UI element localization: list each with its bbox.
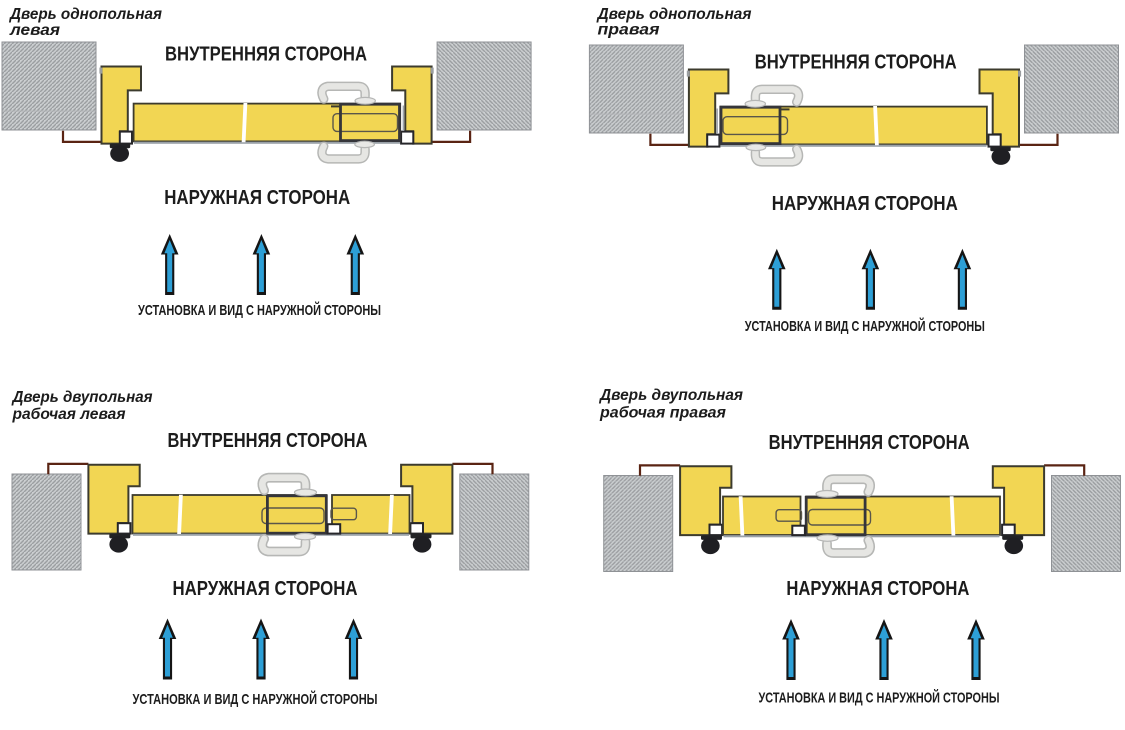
svg-text:НАРУЖНАЯ СТОРОНА: НАРУЖНАЯ СТОРОНА: [173, 578, 358, 600]
svg-text:УСТАНОВКА И ВИД С НАРУЖНОЙ СТО: УСТАНОВКА И ВИД С НАРУЖНОЙ СТОРОНЫ: [133, 690, 378, 708]
svg-text:УСТАНОВКА И ВИД С НАРУЖНОЙ СТО: УСТАНОВКА И ВИД С НАРУЖНОЙ СТОРОНЫ: [759, 689, 1000, 707]
svg-text:Дверь двупольная: Дверь двупольная: [11, 389, 153, 406]
svg-text:Дверь однопольная: Дверь однопольная: [596, 6, 752, 23]
svg-text:НАРУЖНАЯ СТОРОНА: НАРУЖНАЯ СТОРОНА: [772, 193, 958, 215]
svg-text:Дверь двупольная: Дверь двупольная: [598, 387, 743, 404]
svg-text:ВНУТРЕННЯЯ СТОРОНА: ВНУТРЕННЯЯ СТОРОНА: [165, 44, 367, 66]
svg-text:ВНУТРЕННЯЯ СТОРОНА: ВНУТРЕННЯЯ СТОРОНА: [755, 52, 957, 74]
svg-text:рабочая правая: рабочая правая: [599, 405, 727, 422]
svg-text:НАРУЖНАЯ СТОРОНА: НАРУЖНАЯ СТОРОНА: [786, 578, 969, 600]
svg-text:рабочая левая: рабочая левая: [12, 406, 127, 423]
svg-text:правая: правая: [598, 22, 661, 39]
svg-text:УСТАНОВКА И ВИД С НАРУЖНОЙ СТО: УСТАНОВКА И ВИД С НАРУЖНОЙ СТОРОНЫ: [745, 317, 985, 335]
svg-text:левая: левая: [9, 22, 61, 39]
svg-text:Дверь однопольная: Дверь однопольная: [8, 6, 162, 23]
svg-text:УСТАНОВКА И ВИД С НАРУЖНОЙ СТО: УСТАНОВКА И ВИД С НАРУЖНОЙ СТОРОНЫ: [138, 301, 381, 319]
svg-text:ВНУТРЕННЯЯ СТОРОНА: ВНУТРЕННЯЯ СТОРОНА: [769, 432, 970, 454]
svg-text:НАРУЖНАЯ СТОРОНА: НАРУЖНАЯ СТОРОНА: [164, 187, 350, 209]
svg-text:ВНУТРЕННЯЯ СТОРОНА: ВНУТРЕННЯЯ СТОРОНА: [168, 430, 368, 452]
